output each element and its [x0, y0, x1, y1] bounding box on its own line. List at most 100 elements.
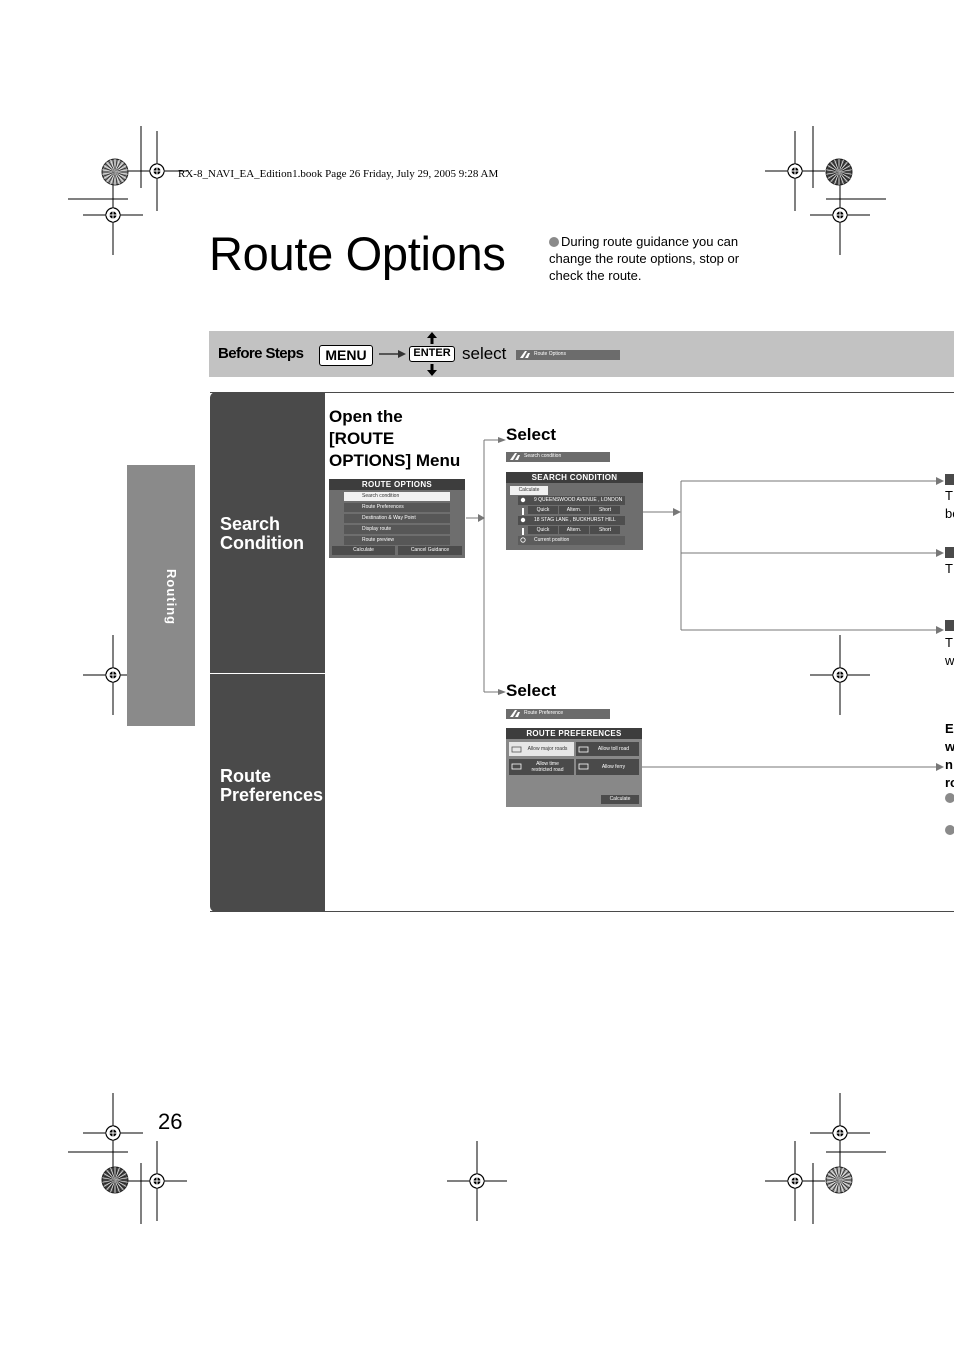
registration-mark — [838, 1179, 848, 1191]
registration-mark — [114, 1179, 126, 1189]
short-option-1[interactable]: Short — [590, 506, 620, 514]
registration-mark — [838, 163, 850, 173]
registration-mark — [110, 1179, 116, 1193]
registration-mark — [838, 159, 844, 173]
registration-mark — [114, 1179, 124, 1191]
route-preferences-label: Route Preferences — [220, 766, 324, 805]
registration-mark — [108, 1179, 116, 1192]
registration-mark — [108, 171, 116, 184]
menu-item-route-preferences[interactable]: Route Preferences — [344, 503, 450, 512]
registration-mark — [838, 167, 852, 173]
menu-item-display-route[interactable]: Display route — [344, 525, 450, 534]
chip-label: Route Options — [534, 351, 566, 357]
registration-mark — [114, 1173, 127, 1181]
registration-mark — [826, 171, 840, 175]
cancel-guidance-button[interactable]: Cancel Guidance — [398, 546, 462, 555]
altern-option-1[interactable]: Altern. — [559, 506, 589, 514]
registration-mark — [838, 1179, 846, 1192]
search-condition-label: Search Condition — [220, 514, 304, 553]
registration-mark — [838, 1179, 852, 1185]
allow-time-restricted-button[interactable]: Allow time restricted road — [509, 759, 574, 775]
calculate-tab[interactable]: Calculate — [510, 486, 548, 495]
allow-ferry-button[interactable]: Allow ferry — [576, 759, 639, 775]
destination-row-2[interactable]: 18 STAG LANE , BUCKHURST HILL — [518, 516, 625, 525]
route-icon — [520, 351, 530, 358]
registration-mark — [114, 171, 120, 185]
registration-mark — [102, 1177, 116, 1181]
menu-item-route-preview[interactable]: Route preview — [344, 536, 450, 545]
registration-mark — [838, 1179, 852, 1183]
registration-mark — [834, 159, 840, 173]
registration-mark — [108, 160, 116, 173]
registration-mark — [102, 167, 116, 173]
registration-mark — [114, 171, 118, 185]
registration-mark — [838, 1179, 850, 1189]
route-preference-icon — [510, 710, 520, 717]
registration-mark — [826, 1177, 840, 1181]
registration-mark — [114, 171, 122, 184]
short-option-2[interactable]: Short — [590, 526, 620, 534]
registration-mark — [114, 1171, 126, 1181]
bullet-icon — [945, 825, 954, 835]
registration-mark — [114, 1168, 122, 1181]
registration-mark — [827, 165, 840, 173]
registration-mark — [114, 1177, 128, 1181]
registration-mark — [112, 171, 116, 185]
registration-mark — [110, 159, 116, 173]
print-header-line: RX-8_NAVI_EA_Edition1.book Page 26 Frida… — [178, 168, 499, 180]
registration-mark — [114, 163, 126, 173]
registration-mark — [114, 1179, 128, 1185]
registration-mark — [832, 160, 840, 173]
altern-option-2[interactable]: Altern. — [559, 526, 589, 534]
cut-line: n — [945, 757, 953, 772]
registration-mark — [830, 1169, 840, 1181]
cut-line: T — [945, 488, 953, 503]
registration-mark — [838, 1171, 850, 1181]
allow-toll-road-button[interactable]: Allow toll road — [576, 742, 639, 756]
registration-mark — [838, 1177, 852, 1181]
registration-mark — [114, 165, 127, 173]
registration-mark — [838, 1179, 842, 1193]
registration-mark — [838, 1179, 851, 1187]
registration-mark — [114, 171, 126, 181]
registration-mark — [827, 171, 840, 179]
destination-row-1[interactable]: 9 QUEENSWOOD AVENUE , LONDON — [518, 496, 625, 505]
registration-mark — [114, 167, 128, 173]
registration-mark — [838, 171, 846, 184]
route-options-screen: ROUTE OPTIONS Search condition Route Pre… — [329, 479, 465, 558]
content-panel — [210, 392, 954, 912]
page-number: 26 — [158, 1109, 183, 1134]
select-search-label: Select — [506, 425, 557, 444]
quick-option-2[interactable]: Quick — [528, 526, 558, 534]
cut-icon-2 — [945, 547, 954, 558]
registration-mark — [826, 1175, 840, 1181]
registration-mark — [114, 1169, 124, 1181]
registration-mark — [838, 171, 851, 179]
route-preferences-screen: ROUTE PREFERENCES Allow major roads Allo… — [506, 728, 642, 807]
search-condition-block: Search Condition — [210, 392, 325, 673]
registration-mark — [106, 1179, 116, 1191]
registration-mark — [828, 1171, 840, 1181]
registration-mark — [838, 1179, 844, 1193]
cut-line: w — [945, 653, 954, 668]
route-options-chip: Route Options — [516, 350, 620, 360]
registration-mark — [838, 1169, 848, 1181]
bullet-icon — [549, 237, 559, 247]
before-steps-label: Before Steps — [218, 345, 304, 362]
registration-mark — [838, 1167, 844, 1181]
registration-mark — [103, 165, 116, 173]
registration-mark — [114, 1175, 128, 1181]
current-position-row[interactable]: Current position — [518, 536, 625, 545]
menu-item-search-condition[interactable]: Search condition — [344, 492, 450, 501]
quick-option-1[interactable]: Quick — [528, 506, 558, 514]
registration-mark — [114, 1179, 118, 1193]
prefs-calculate-button[interactable]: Calculate — [601, 795, 639, 804]
menu-key: MENU — [319, 345, 373, 366]
calculate-button[interactable]: Calculate — [332, 546, 395, 555]
open-menu-heading: Open the [ROUTE OPTIONS] Menu — [329, 407, 461, 470]
registration-mark — [826, 169, 840, 173]
allow-major-roads-button[interactable]: Allow major roads — [509, 742, 574, 756]
registration-mark — [103, 1173, 116, 1181]
route-preferences-block: Route Preferences — [210, 674, 325, 912]
menu-item-destination[interactable]: Destination & Way Point — [344, 514, 450, 523]
